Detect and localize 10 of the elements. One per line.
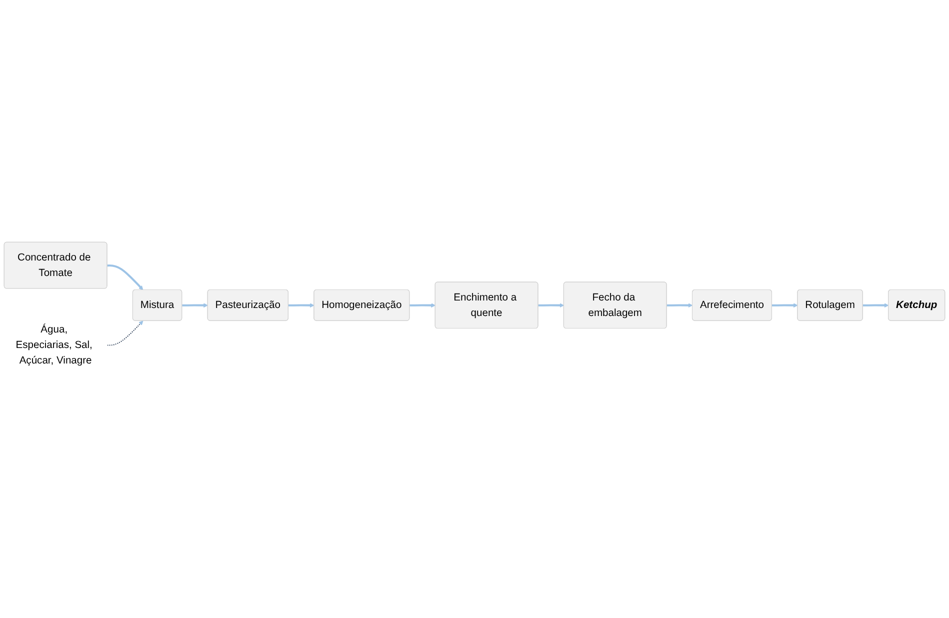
arrow [772, 303, 798, 308]
arrow [107, 264, 144, 290]
arrow [288, 303, 314, 308]
arrow [666, 303, 693, 308]
arrow [182, 303, 208, 308]
node-text: Água, Especiarias, Sal, Açúcar, Vinagre [16, 324, 92, 366]
arrow [107, 320, 144, 346]
arrow [410, 303, 436, 308]
arrow [862, 303, 889, 308]
arrow [538, 303, 564, 308]
